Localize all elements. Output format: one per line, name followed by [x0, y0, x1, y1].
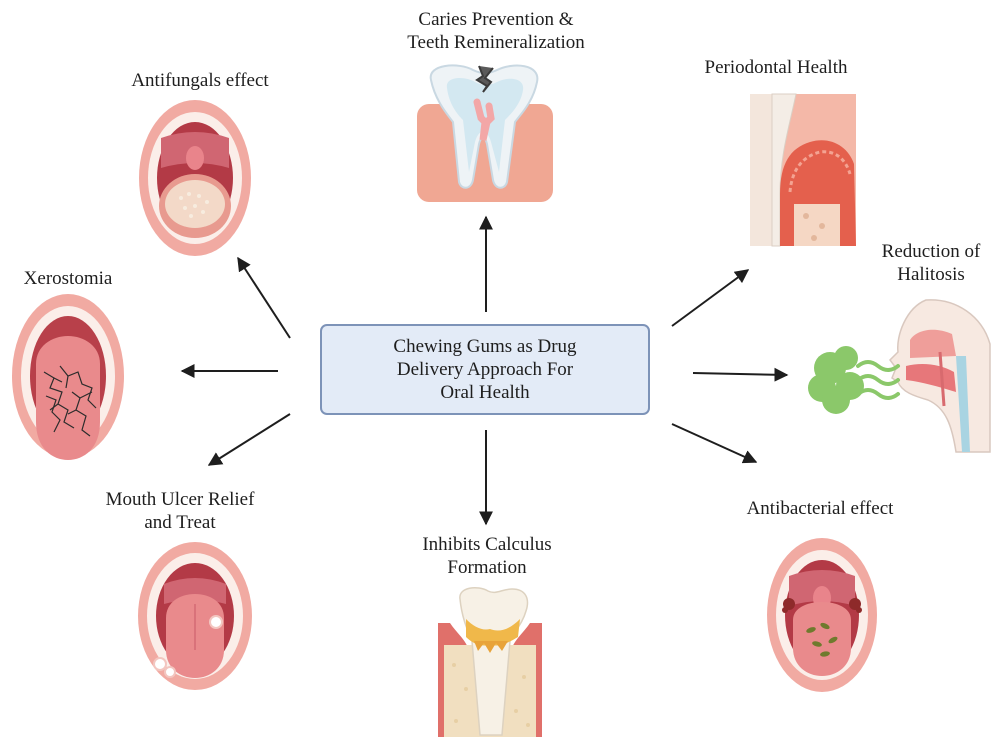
- open-mouth-cracked-tongue-icon: [10, 292, 126, 464]
- periodontal-label: Periodontal Health: [705, 56, 848, 79]
- open-mouth-coated-tongue-icon: [137, 98, 253, 258]
- center-line-2: Delivery Approach For: [397, 358, 573, 381]
- head-profile-bad-breath-icon: [806, 296, 990, 452]
- antibacterial-label-line-1: Antibacterial effect: [747, 497, 894, 520]
- halitosis-label-line-1: Reduction of: [882, 240, 981, 263]
- gum-tissue-cross-section-icon: [750, 94, 856, 246]
- tooth-with-calculus-icon: [438, 585, 542, 737]
- arrow-to-ulcer: [209, 414, 290, 465]
- arrow-to-halitosis: [693, 373, 787, 375]
- antifungal-label-line-1: Antifungals effect: [131, 69, 268, 92]
- periodontal-label-line-1: Periodontal Health: [705, 56, 848, 79]
- ulcer-label: Mouth Ulcer Relief and Treat: [106, 488, 255, 534]
- center-line-1: Chewing Gums as Drug: [393, 335, 576, 358]
- caries-label: Caries Prevention & Teeth Remineralizati…: [407, 8, 585, 54]
- central-concept-box: Chewing Gums as Drug Delivery Approach F…: [320, 324, 650, 415]
- center-line-3: Oral Health: [440, 381, 529, 404]
- open-mouth-ulcers-icon: [136, 540, 254, 694]
- arrow-to-antifungal: [238, 258, 290, 338]
- arrow-to-antibacterial: [672, 424, 756, 462]
- calculus-label-line-2: Formation: [422, 556, 551, 579]
- calculus-label: Inhibits Calculus Formation: [422, 533, 551, 579]
- antifungal-label: Antifungals effect: [131, 69, 268, 92]
- halitosis-label: Reduction of Halitosis: [882, 240, 981, 286]
- calculus-label-line-1: Inhibits Calculus: [422, 533, 551, 556]
- xerostomia-label-line-1: Xerostomia: [24, 267, 113, 290]
- ulcer-label-line-1: Mouth Ulcer Relief: [106, 488, 255, 511]
- caries-label-line-1: Caries Prevention &: [407, 8, 585, 31]
- arrow-to-periodontal: [672, 270, 748, 326]
- decayed-tooth-icon: [417, 62, 553, 202]
- open-mouth-bacteria-icon: [765, 536, 879, 694]
- halitosis-label-line-2: Halitosis: [882, 263, 981, 286]
- antibacterial-label: Antibacterial effect: [747, 497, 894, 520]
- xerostomia-label: Xerostomia: [24, 267, 113, 290]
- caries-label-line-2: Teeth Remineralization: [407, 31, 585, 54]
- ulcer-label-line-2: and Treat: [106, 511, 255, 534]
